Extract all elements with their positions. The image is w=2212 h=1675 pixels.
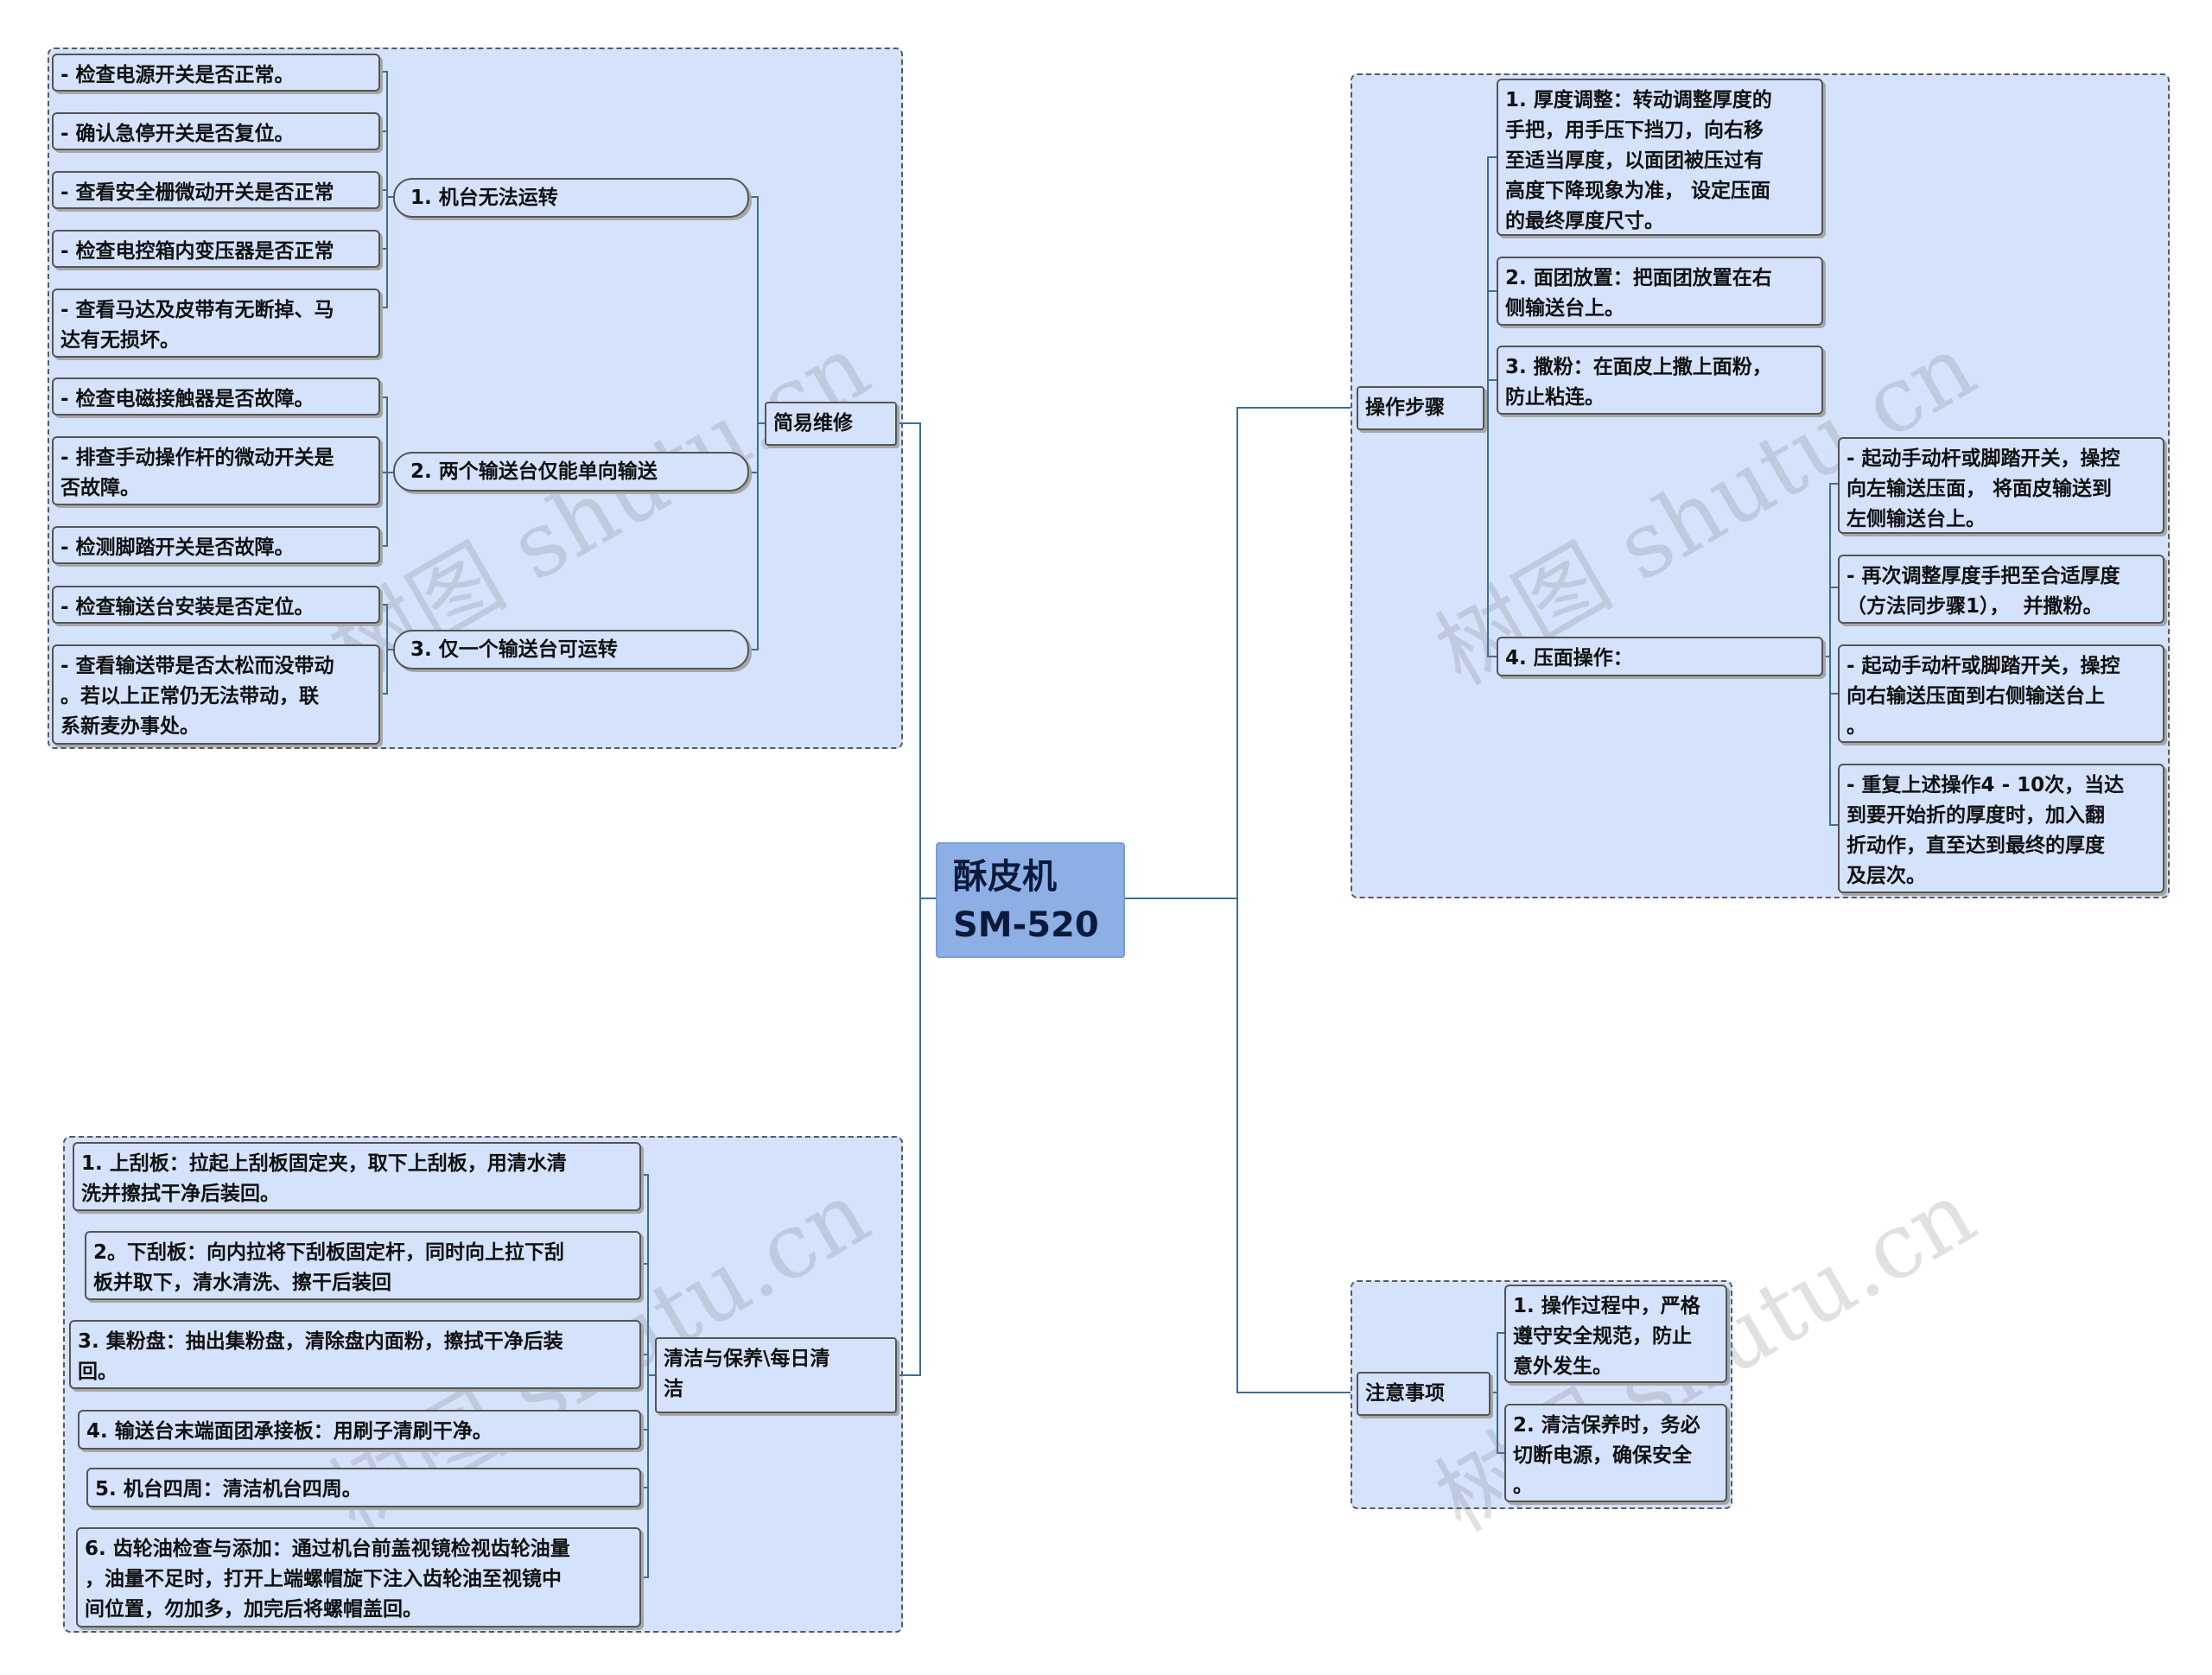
- repair-check[interactable]: - 确认急停开关是否复位。: [52, 112, 380, 150]
- notes-item[interactable]: 2. 清洁保养时，务必 切断电源，确保安全 。: [1504, 1404, 1727, 1502]
- repair-check[interactable]: - 检查输送台安装是否定位。: [52, 586, 380, 624]
- cleaning-item[interactable]: 2。下刮板：向内拉将下刮板固定杆，同时向上拉下刮 板并取下，清水清洗、擦干后装回: [85, 1231, 641, 1300]
- branch-repair[interactable]: 简易维修: [765, 402, 897, 446]
- branch-notes[interactable]: 注意事项: [1357, 1372, 1491, 1416]
- repair-issue-2[interactable]: 2. 两个输送台仅能单向输送: [393, 452, 749, 492]
- press-substep[interactable]: - 再次调整厚度手把至合适厚度 （方法同步骤1）， 并撒粉。: [1838, 555, 2164, 624]
- press-substep[interactable]: - 重复上述操作4 - 10次，当达 到要开始折的厚度时，加入翻 折动作，直至达…: [1838, 764, 2164, 893]
- repair-check[interactable]: - 查看马达及皮带有无断掉、马 达有无损坏。: [52, 289, 380, 358]
- cleaning-item[interactable]: 1. 上刮板：拉起上刮板固定夹，取下上刮板，用清水清 洗并擦拭干净后装回。: [73, 1142, 641, 1211]
- press-substep[interactable]: - 起动手动杆或脚踏开关，操控 向右输送压面到右侧输送台上 。: [1838, 644, 2164, 743]
- branch-operation[interactable]: 操作步骤: [1357, 386, 1484, 430]
- repair-issue-3[interactable]: 3. 仅一个输送台可运转: [393, 630, 749, 669]
- cleaning-item[interactable]: 5. 机台四周：清洁机台四周。: [86, 1468, 641, 1507]
- repair-check[interactable]: - 查看安全栅微动开关是否正常: [52, 171, 380, 209]
- branch-cleaning[interactable]: 清洁与保养\每日清 洁: [655, 1337, 897, 1413]
- root-topic[interactable]: 酥皮机 SM-520: [936, 842, 1125, 958]
- operation-step-3[interactable]: 3. 撒粉：在面皮上撒上面粉， 防止粘连。: [1497, 346, 1823, 415]
- repair-check[interactable]: - 检查电磁接触器是否故障。: [52, 378, 380, 416]
- operation-step-2[interactable]: 2. 面团放置：把面团放置在右 侧输送台上。: [1497, 257, 1823, 326]
- repair-check[interactable]: - 检查电源开关是否正常。: [52, 54, 380, 92]
- press-substep[interactable]: - 起动手动杆或脚踏开关，操控 向左输送压面， 将面皮输送到 左侧输送台上。: [1838, 437, 2164, 534]
- repair-check[interactable]: - 查看输送带是否太松而没带动 。若以上正常仍无法带动，联 系新麦办事处。: [52, 644, 380, 745]
- cleaning-item[interactable]: 4. 输送台末端面团承接板：用刷子清刷干净。: [78, 1410, 641, 1450]
- operation-step-4[interactable]: 4. 压面操作：: [1497, 637, 1823, 676]
- operation-step-1[interactable]: 1. 厚度调整：转动调整厚度的 手把，用手压下挡刀，向右移 至适当厚度，以面团被…: [1497, 79, 1823, 236]
- cleaning-item[interactable]: 3. 集粉盘：抽出集粉盘，清除盘内面粉，擦拭干净后装 回。: [69, 1320, 641, 1389]
- repair-check[interactable]: - 检测脚踏开关是否故障。: [52, 526, 380, 564]
- cleaning-item[interactable]: 6. 齿轮油检查与添加：通过机台前盖视镜检视齿轮油量 ，油量不足时，打开上端螺帽…: [76, 1527, 641, 1627]
- repair-issue-1[interactable]: 1. 机台无法运转: [393, 178, 749, 218]
- notes-item[interactable]: 1. 操作过程中，严格 遵守安全规范，防止 意外发生。: [1504, 1285, 1727, 1383]
- repair-check[interactable]: - 检查电控箱内变压器是否正常: [52, 230, 380, 268]
- repair-check[interactable]: - 排查手动操作杆的微动开关是 否故障。: [52, 436, 380, 505]
